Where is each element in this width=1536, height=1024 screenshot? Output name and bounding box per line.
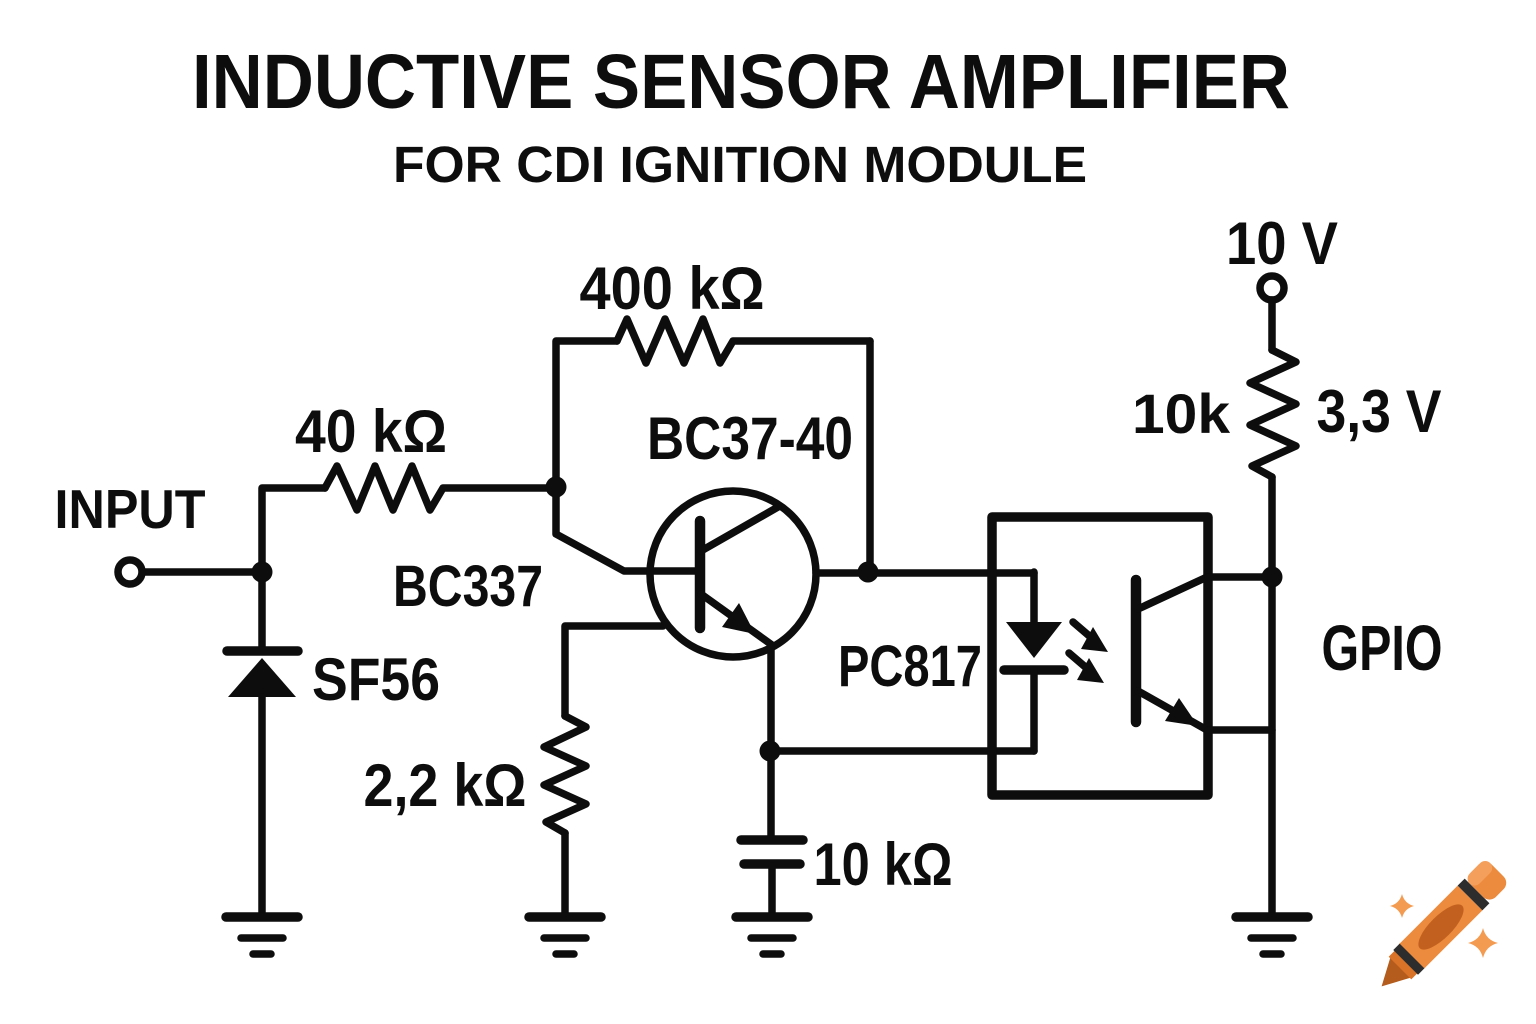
crayon-stripe (1393, 942, 1426, 975)
pullup-resistor-label: 10k (1132, 382, 1231, 445)
crayon-stripe (1457, 878, 1490, 911)
crayon-tip (1381, 955, 1413, 987)
gpio-label: GPIO (1322, 612, 1443, 684)
protection-diode: SF56 (222, 568, 440, 920)
wire (561, 622, 667, 720)
phototransistor-emitter-arrowhead (1165, 698, 1198, 726)
ground-symbol-diode (221, 912, 303, 958)
junction-dots (251, 476, 1283, 762)
junction-dot (759, 740, 781, 762)
transistor-bc337: BC37-40 BC337 (393, 405, 1038, 755)
resistor-zigzag (321, 462, 560, 514)
emitter-arrowhead (722, 603, 755, 634)
crayon-end-highlight (1467, 860, 1493, 886)
input-label: INPUT (55, 478, 206, 540)
led-triangle (1006, 622, 1062, 658)
sparkle-large (1468, 928, 1498, 958)
input-terminal-circle (114, 556, 146, 588)
base-wire (552, 483, 703, 575)
sparkle-icon (1390, 894, 1498, 958)
output-stage: 10 V 10k 3,3 V GPIO (1132, 210, 1443, 920)
feedback-resistor-label: 400 kΩ (580, 255, 765, 322)
input-series-resistor-label: 40 kΩ (295, 398, 447, 465)
crayon-label-oval (1418, 904, 1464, 950)
emitter-capacitor-label: 10 kΩ (814, 831, 953, 898)
resistor-zigzag (613, 315, 874, 367)
base-resistor-label: 2,2 kΩ (364, 752, 527, 819)
protection-diode-label: SF56 (312, 646, 440, 713)
logic-voltage-label: 3,3 V (1317, 378, 1442, 445)
wire (552, 337, 621, 492)
input-series-resistor: 40 kΩ (258, 398, 560, 576)
wire (258, 484, 329, 576)
supply-voltage-label: 10 V (1226, 210, 1338, 277)
optocoupler-pc817: PC817 (838, 512, 1213, 800)
junction-dot (251, 561, 273, 583)
sparkle-small (1390, 894, 1414, 918)
page-subtitle: FOR CDI IGNITION MODULE (393, 136, 1087, 193)
junction-dot (857, 561, 879, 583)
junction-dot (1261, 566, 1283, 588)
feedback-resistor: 400 kΩ (552, 255, 874, 576)
light-emission-arrows-icon (1065, 618, 1108, 683)
page-title: INDUCTIVE SENSOR AMPLIFIER (192, 39, 1290, 125)
crayon-icon (1381, 860, 1507, 987)
transistor-name-label: BC337 (393, 554, 543, 619)
phototransistor-collector-line (1134, 573, 1211, 613)
ground-symbol-base-resistor (524, 912, 606, 958)
junction-dot (545, 476, 567, 498)
optocoupler-box (987, 512, 1213, 800)
light-arrowhead (1081, 627, 1108, 652)
emitter-capacitor: 10 kΩ (736, 747, 953, 918)
diode-triangle (228, 658, 296, 697)
input-terminal: INPUT (55, 478, 266, 588)
transistor-model-label: BC37-40 (647, 405, 853, 472)
light-arrowhead (1077, 658, 1104, 683)
resistor-zigzag (540, 712, 590, 837)
resistor-zigzag (1246, 346, 1300, 481)
optocoupler-label: PC817 (838, 634, 982, 699)
transistor-collector-line (697, 503, 782, 555)
crayon-collar (1388, 949, 1419, 980)
ground-symbol-gpio (1231, 912, 1313, 958)
ground-symbol-capacitor (731, 912, 813, 958)
base-network: 2,2 kΩ (364, 483, 703, 920)
